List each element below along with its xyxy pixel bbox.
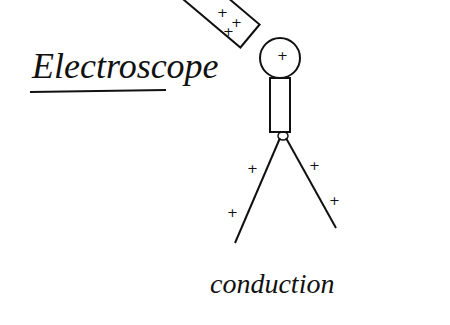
charge-sign: + — [247, 162, 258, 175]
charge-sign: + — [227, 206, 238, 219]
left-leaf — [235, 138, 280, 243]
charge-sign: + — [309, 159, 320, 172]
diagram-title: Electroscope — [32, 48, 219, 84]
charge-sign: + — [223, 25, 234, 38]
charged-rod — [170, 0, 259, 48]
charge-sign: + — [217, 6, 228, 19]
electroscope-ball — [260, 38, 300, 78]
charge-sign: + — [329, 194, 340, 207]
electroscope-stem — [270, 78, 290, 132]
right-leaf — [286, 138, 336, 228]
title-underline — [30, 90, 166, 92]
charge-sign: + — [277, 49, 288, 62]
caption-text: conduction — [210, 270, 334, 298]
